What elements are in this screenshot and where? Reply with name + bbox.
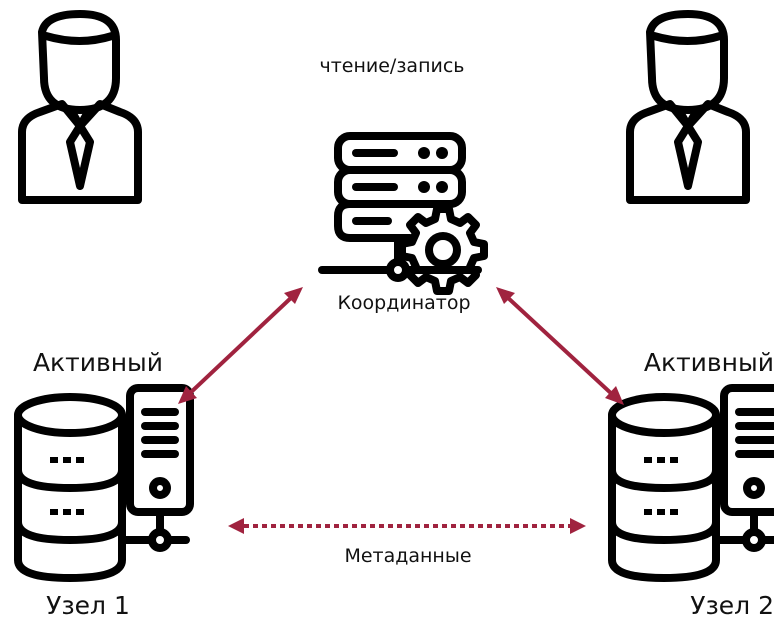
active-label-right: Активный [644, 348, 774, 377]
arrow-metadata-dotted [228, 518, 586, 534]
database-server-icon-node1 [14, 384, 194, 582]
node1-dots [50, 457, 84, 515]
arrow-coordinator-node2 [496, 287, 624, 405]
database-server-icon-node2 [608, 384, 774, 582]
user-icon-left [18, 10, 142, 204]
node2-label: Узел 2 [690, 591, 774, 620]
arrow-coordinator-node1 [178, 287, 303, 404]
active-label-left: Активный [33, 348, 163, 377]
user-icon-right [626, 10, 750, 204]
coordinator-led-dots [418, 147, 448, 193]
coordinator-label: Координатор [337, 292, 470, 314]
metadata-label: Метаданные [344, 545, 471, 567]
node1-label: Узел 1 [46, 591, 130, 620]
read-write-label: чтение/запись [319, 55, 464, 77]
coordinator-server-icon [318, 132, 488, 295]
node2-dots [644, 457, 678, 515]
